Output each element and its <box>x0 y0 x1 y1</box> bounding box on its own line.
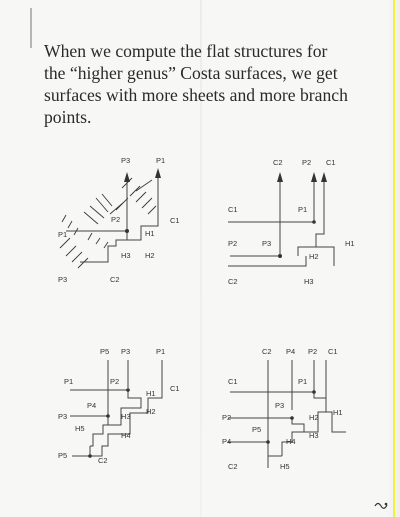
fig2-label-p3: P3 <box>262 239 271 248</box>
fig4-label-h4: H4 <box>286 437 296 446</box>
fig4-branch-point-3 <box>266 440 270 444</box>
fig4-label-h2: H2 <box>309 413 319 422</box>
fig4-label-h3: H3 <box>309 431 319 440</box>
fig3-branch-point-2 <box>106 414 110 418</box>
body-paragraph: When we compute the flat structures for … <box>44 40 378 128</box>
fig4-label-c1-left: C1 <box>228 377 238 386</box>
fig3-label-p1: P1 <box>156 347 165 356</box>
fig3-label-h2: H2 <box>146 407 156 416</box>
fig3-label-p2: P2 <box>110 377 119 386</box>
fig4-lines <box>228 360 346 468</box>
fig2-label-c1: C1 <box>326 158 336 167</box>
fig1-label-c2: C2 <box>110 275 120 284</box>
fig2-label-h3: H3 <box>304 277 314 286</box>
fig1-label-h2: H2 <box>145 251 155 260</box>
page-fold-shadow <box>200 0 202 517</box>
fig1-diagonal-slash <box>135 179 153 192</box>
paragraph-line-3: surfaces with more sheets and more branc… <box>44 85 348 105</box>
fig2-label-h1: H1 <box>345 239 355 248</box>
fig1-label-p3-bottom: P3 <box>58 275 67 284</box>
fig2-label-c1-left: C1 <box>228 205 238 214</box>
fig2-label-p1: P1 <box>298 205 307 214</box>
fig3-lines <box>70 360 163 457</box>
fig4-label-c2-bottom: C2 <box>228 462 238 471</box>
fig2-arrow-2 <box>311 172 317 182</box>
fig2-label-c2-bottom: C2 <box>228 277 238 286</box>
fig4-label-p4: P4 <box>286 347 295 356</box>
fig2-label-p2: P2 <box>302 158 311 167</box>
fig3-label-h5: H5 <box>75 424 85 433</box>
paragraph-line-2: the “higher genus” Costa surfaces, we ge… <box>44 63 338 83</box>
fig1-label-p2: P2 <box>111 215 120 224</box>
fig4-label-h1: H1 <box>333 408 343 417</box>
fig1-label-h1: H1 <box>145 229 155 238</box>
figure-1: P3 P1 P2 C1 P1 H1 H3 H2 P3 C2 <box>58 156 180 284</box>
fig4-label-p5: P5 <box>252 425 261 434</box>
fig2-branch-point-1 <box>312 220 316 224</box>
fig3-label-p5-left: P5 <box>58 451 67 460</box>
fig2-label-h2: H2 <box>309 252 319 261</box>
fig4-branch-point-1 <box>312 390 316 394</box>
fig1-label-h3: H3 <box>121 251 131 260</box>
fig4-label-h5: H5 <box>280 462 290 471</box>
fig3-label-p1-left: P1 <box>64 377 73 386</box>
fig4-label-p4-left: P4 <box>222 437 231 446</box>
figure-3: P5 P3 P1 P1 P2 H1 C1 P4 P3 H3 H2 H5 H4 P… <box>58 347 180 465</box>
fig3-label-c1: C1 <box>170 384 180 393</box>
fig4-branch-point-2 <box>290 416 294 420</box>
fig1-arrow-1 <box>124 172 130 182</box>
fig4-label-c2: C2 <box>262 347 272 356</box>
fig4-label-p2: P2 <box>308 347 317 356</box>
fig3-label-h4: H4 <box>121 431 131 440</box>
fig4-label-c1: C1 <box>328 347 338 356</box>
fig3-label-c2: C2 <box>98 456 108 465</box>
fig1-lines <box>66 175 159 263</box>
figure-2: C2 P2 C1 C1 P1 P2 P3 H1 H2 C2 H3 <box>228 158 355 286</box>
scan-edge-mark <box>30 8 32 48</box>
fig1-label-c1: C1 <box>170 216 180 225</box>
fig2-arrow-1 <box>277 172 283 182</box>
fig3-branch-point-1 <box>126 388 130 392</box>
fig3-label-p5: P5 <box>100 347 109 356</box>
fig4-label-p3: P3 <box>275 401 284 410</box>
fig3-label-h1: H1 <box>146 389 156 398</box>
fig2-label-c2: C2 <box>273 158 283 167</box>
fig1-arrow-2 <box>155 168 161 178</box>
fig2-branch-point-2 <box>278 254 282 258</box>
fig3-label-p3-left: P3 <box>58 412 67 421</box>
fig1-label-p1: P1 <box>156 156 165 165</box>
paragraph-line-1: When we compute the flat structures for <box>44 41 328 61</box>
fig4-label-p1: P1 <box>298 377 307 386</box>
figure-4: C2 P4 P2 C1 C1 P1 P3 P2 H2 H1 P5 H3 P4 H… <box>222 347 346 471</box>
fig1-branch-point <box>125 229 129 233</box>
fig2-arrow-3 <box>321 172 327 182</box>
fig3-label-h3: H3 <box>121 412 131 421</box>
page-corner-mark <box>374 502 388 509</box>
fig4-label-p2-left: P2 <box>222 413 231 422</box>
fig3-label-p4: P4 <box>87 401 96 410</box>
fig3-branch-point-3 <box>88 454 92 458</box>
paragraph-line-4: points. <box>44 107 92 127</box>
fig1-label-p1-left: P1 <box>58 230 67 239</box>
fig2-label-p2-left: P2 <box>228 239 237 248</box>
yellow-margin-line <box>393 0 395 517</box>
fig3-label-p3: P3 <box>121 347 130 356</box>
fig1-label-p3: P3 <box>121 156 130 165</box>
